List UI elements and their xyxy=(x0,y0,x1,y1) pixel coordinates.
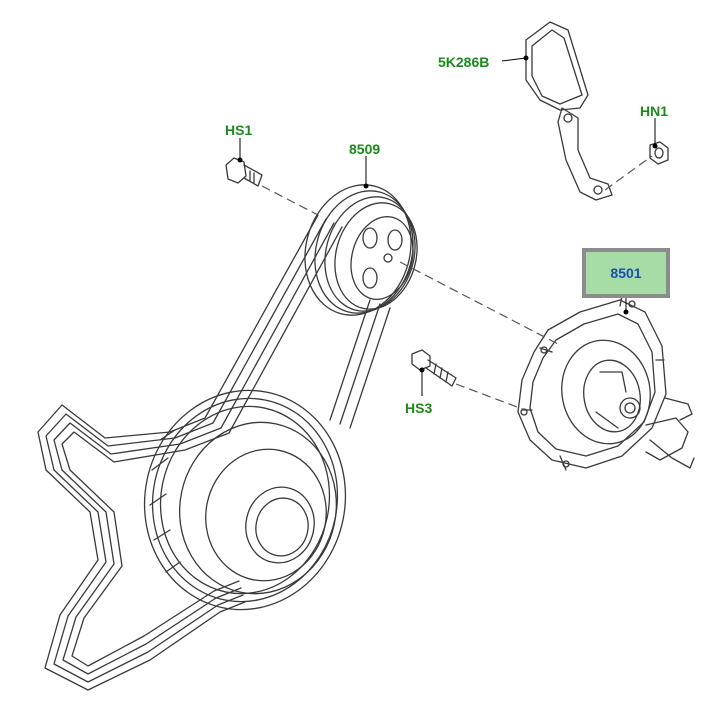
leader-dots xyxy=(237,55,658,373)
selected-part-highlight[interactable]: 8501 xyxy=(582,248,670,298)
pump-bolt xyxy=(411,349,457,387)
leader-lines xyxy=(239,57,656,396)
water-pump-pulley xyxy=(304,184,418,316)
crankshaft-pulley xyxy=(143,389,347,611)
water-pump xyxy=(517,295,695,471)
drive-belt xyxy=(37,214,391,691)
callout-8509[interactable]: 8509 xyxy=(349,141,381,157)
callout-hs3[interactable]: HS3 xyxy=(405,400,433,416)
callout-8501[interactable]: 8501 xyxy=(610,265,642,281)
bracket xyxy=(525,21,613,201)
callout-hs1[interactable]: HS1 xyxy=(225,122,253,138)
nut xyxy=(649,141,669,165)
callout-5k286b[interactable]: 5K286B xyxy=(438,54,490,70)
callout-hn1[interactable]: HN1 xyxy=(640,103,669,119)
pulley-bolt xyxy=(225,157,263,187)
assembly-lines xyxy=(261,155,653,411)
